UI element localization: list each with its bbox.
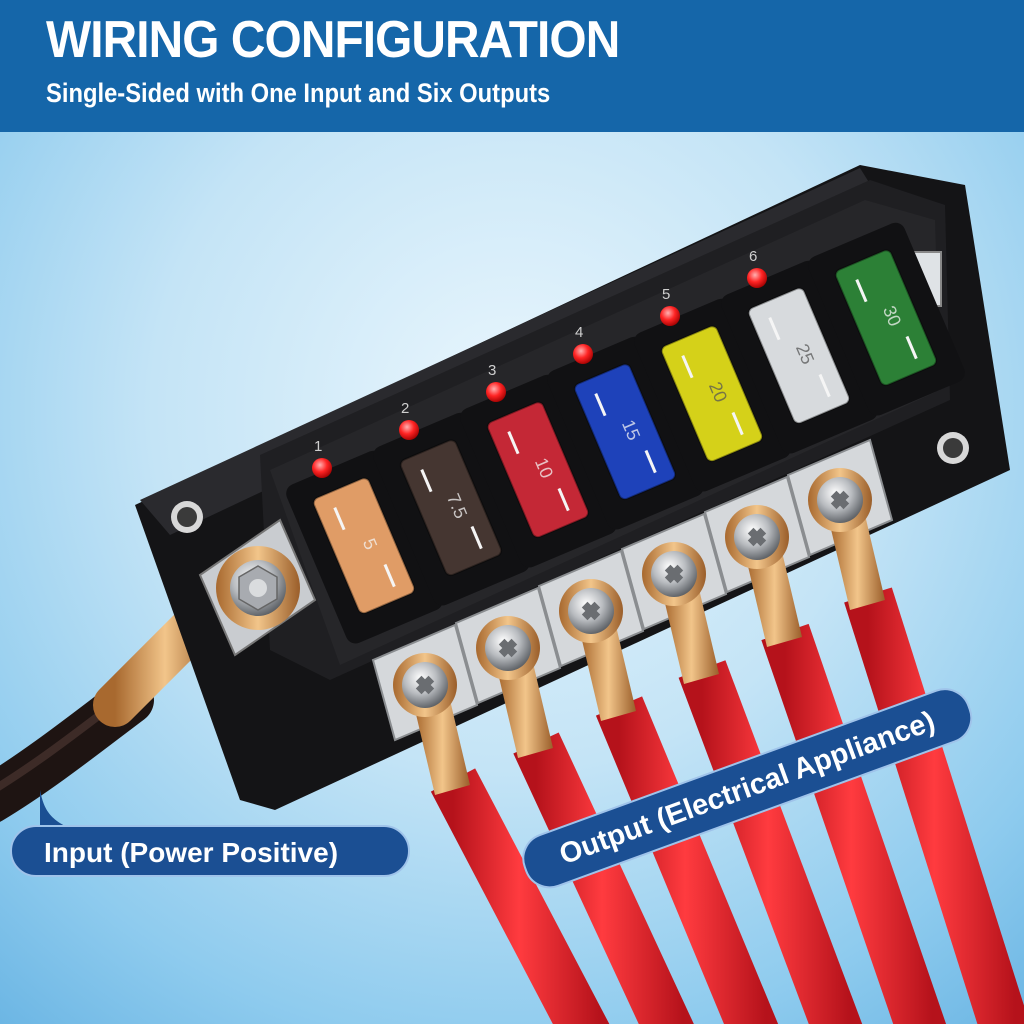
blade-fuse-icon	[312, 477, 416, 615]
fuse-blade	[644, 449, 657, 474]
blade-fuse-icon	[747, 287, 851, 425]
output-terminal-strip	[371, 438, 894, 795]
fuse-blade	[768, 317, 781, 341]
fuse-blade	[594, 393, 607, 417]
screw-slot	[830, 490, 850, 510]
output-terminal-3	[537, 549, 645, 721]
led-indicator-icon	[399, 420, 419, 440]
fuse-5: 205	[634, 286, 791, 492]
fuse-number: 5	[662, 286, 670, 303]
fuse-number: 6	[749, 248, 757, 265]
fuse-blade	[818, 373, 831, 398]
blade-fuse-icon	[399, 439, 503, 577]
output-wire	[513, 732, 694, 1024]
screw-slot	[664, 564, 684, 584]
fuse-6: 256	[721, 248, 878, 454]
fuse-blade	[507, 431, 520, 455]
fuse-2: 7.52	[373, 400, 530, 606]
mounting-hole-icon	[171, 432, 969, 533]
led-indicator-icon	[573, 344, 593, 364]
input-callout-pointer	[40, 790, 80, 832]
fuse-blade	[470, 525, 483, 550]
led-indicator-icon	[660, 306, 680, 326]
output-terminal-6	[786, 438, 894, 610]
page-subtitle: Single-Sided with One Input and Six Outp…	[46, 78, 551, 108]
led-indicator-icon	[312, 458, 332, 478]
screw-slot	[747, 527, 767, 547]
page-title: WIRING CONFIGURATION	[46, 11, 620, 69]
ring-terminal-icon	[581, 626, 636, 721]
ring-terminal-icon	[415, 700, 470, 795]
fuse-blade	[905, 335, 918, 360]
fuse-blade	[333, 507, 346, 531]
screw-slot	[415, 675, 435, 695]
fuse-blade	[420, 469, 433, 493]
ring-terminal-icon	[830, 515, 885, 610]
blade-fuse-icon	[486, 401, 590, 539]
output-wires	[430, 587, 1024, 1024]
output-wire	[430, 768, 610, 1024]
output-wire	[761, 623, 947, 1024]
fuse-number: 3	[488, 362, 496, 379]
fuse-number: 4	[575, 324, 583, 341]
fuse-1: 51	[286, 438, 443, 644]
output-terminal-5	[703, 475, 811, 647]
ring-terminal-icon	[498, 663, 553, 758]
fuse-blade	[731, 411, 744, 436]
ring-terminal-icon	[747, 552, 802, 647]
output-terminal-1	[371, 623, 479, 795]
blade-fuse-icon	[660, 325, 764, 463]
output-wire	[595, 696, 779, 1024]
output-wire	[678, 660, 863, 1024]
header-banner: WIRING CONFIGURATION Single-Sided with O…	[0, 0, 1024, 132]
fuse-blade	[383, 563, 396, 588]
fuse-7: 30	[808, 222, 965, 416]
screw-slot	[581, 601, 601, 621]
fuse-number: 1	[314, 438, 322, 455]
fuse-blade	[855, 279, 868, 303]
fuse-number: 2	[401, 400, 409, 417]
led-indicator-icon	[747, 268, 767, 288]
input-terminal	[198, 518, 317, 657]
fuse-blade	[681, 355, 694, 379]
fuse-4: 154	[547, 324, 704, 530]
output-terminal-4	[620, 512, 728, 684]
blade-fuse-icon	[834, 249, 938, 387]
output-terminal-2	[454, 586, 562, 758]
blade-fuse-icon	[573, 363, 677, 501]
fuse-3: 103	[460, 362, 617, 568]
fuse-blade	[557, 487, 570, 512]
output-wire	[844, 587, 1024, 1024]
ring-terminal-icon	[664, 589, 719, 684]
screw-slot	[498, 638, 518, 658]
input-callout: Input (Power Positive)	[10, 825, 410, 877]
led-indicator-icon	[486, 382, 506, 402]
